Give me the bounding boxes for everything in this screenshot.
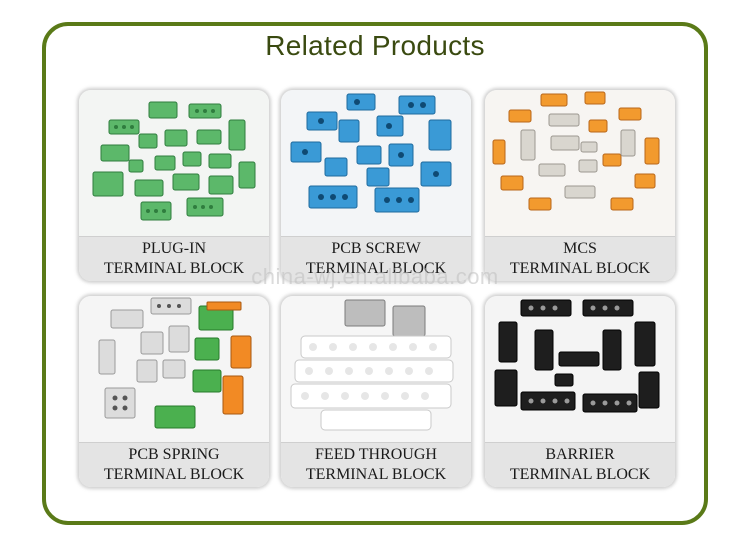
product-category: TERMINAL BLOCK bbox=[509, 466, 651, 483]
product-name: MCS bbox=[563, 240, 597, 257]
product-card-pcb-spring[interactable]: PCB SPRING TERMINAL BLOCK bbox=[79, 296, 269, 487]
product-name: PCB SCREW bbox=[331, 240, 421, 257]
product-category: TERMINAL BLOCK bbox=[305, 466, 447, 483]
product-label: FEED THROUGH TERMINAL BLOCK bbox=[281, 442, 471, 487]
product-category: TERMINAL BLOCK bbox=[509, 260, 651, 277]
product-card-barrier[interactable]: BARRIER TERMINAL BLOCK bbox=[485, 296, 675, 487]
product-category: TERMINAL BLOCK bbox=[103, 466, 245, 483]
section-title: Related Products bbox=[265, 30, 485, 61]
product-name: PCB SPRING bbox=[128, 446, 220, 463]
product-label: PLUG-IN TERMINAL BLOCK bbox=[79, 236, 269, 281]
product-category: TERMINAL BLOCK bbox=[103, 260, 245, 277]
product-category: TERMINAL BLOCK bbox=[305, 260, 447, 277]
product-card-pcb-screw[interactable]: PCB SCREW TERMINAL BLOCK bbox=[281, 90, 471, 281]
product-card-feed-through[interactable]: FEED THROUGH TERMINAL BLOCK bbox=[281, 296, 471, 487]
product-card-mcs[interactable]: MCS TERMINAL BLOCK bbox=[485, 90, 675, 281]
product-name: FEED THROUGH bbox=[315, 446, 437, 463]
product-card-plug-in[interactable]: PLUG-IN TERMINAL BLOCK bbox=[79, 90, 269, 281]
product-label: BARRIER TERMINAL BLOCK bbox=[485, 442, 675, 487]
pcb-screw-terminal-image bbox=[281, 90, 471, 281]
product-label: PCB SCREW TERMINAL BLOCK bbox=[281, 236, 471, 281]
product-name: BARRIER bbox=[545, 446, 615, 463]
product-label: MCS TERMINAL BLOCK bbox=[485, 236, 675, 281]
product-label: PCB SPRING TERMINAL BLOCK bbox=[79, 442, 269, 487]
product-name: PLUG-IN bbox=[142, 240, 206, 257]
